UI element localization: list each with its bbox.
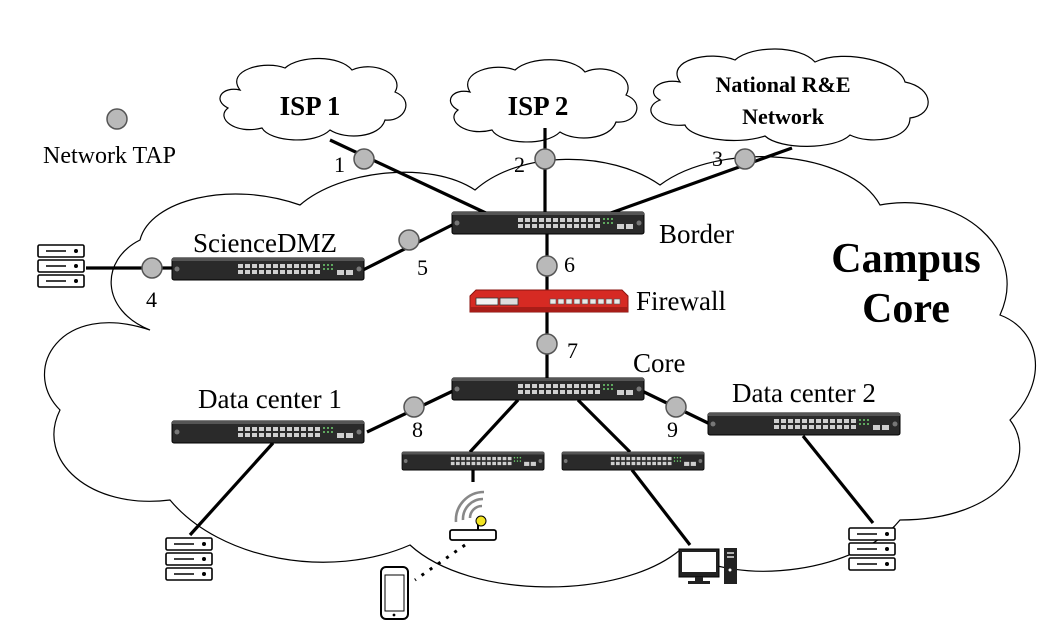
sciencedmz-switch	[171, 257, 365, 281]
network-taps	[106, 108, 756, 418]
firewall-label: Firewall	[636, 286, 726, 316]
dc1-switch	[171, 420, 365, 444]
link-core-access2	[576, 398, 632, 454]
wifi-access-point-icon	[449, 490, 497, 541]
dc1-server-icon	[165, 537, 213, 581]
core-switch	[451, 377, 645, 401]
border-label: Border	[659, 219, 734, 249]
tap-number-5: 5	[417, 255, 428, 280]
border-switch	[451, 211, 645, 235]
dc2-label: Data center 2	[732, 378, 876, 408]
tap-number-3: 3	[712, 146, 723, 171]
link-ap-phone	[414, 543, 466, 582]
tap-2	[534, 148, 556, 170]
tap-4	[141, 257, 163, 279]
isp2-label: ISP 2	[508, 91, 569, 121]
tap-number-7: 7	[567, 338, 578, 363]
tap-number-2: 2	[514, 152, 525, 177]
nren-label-line2: Network	[742, 104, 825, 129]
dc2-switch	[707, 412, 901, 436]
link-nren-border	[607, 146, 793, 216]
tap-number-9: 9	[667, 417, 678, 442]
legend-tap-icon	[106, 108, 128, 130]
link-dc2-server	[801, 434, 875, 525]
firewall-device	[469, 289, 629, 313]
link-core-access1	[468, 398, 520, 454]
isp2-cloud	[449, 59, 638, 143]
link-dc1-server	[188, 441, 275, 537]
campus-label-line2: Core	[862, 286, 950, 332]
tap-7	[536, 333, 558, 355]
tap-8	[403, 396, 425, 418]
access-switch-1	[401, 451, 545, 471]
tap-9	[665, 396, 687, 418]
sciencedmz-server-icon	[37, 244, 85, 288]
tap-number-6: 6	[564, 252, 575, 277]
campus-label-line1: Campus	[831, 236, 980, 282]
tap-6	[536, 255, 558, 277]
isp1-cloud	[219, 57, 407, 141]
sciencedmz-label: ScienceDMZ	[193, 228, 337, 258]
tap-5	[398, 229, 420, 251]
core-label: Core	[633, 348, 686, 378]
tap-number-1: 1	[334, 152, 345, 177]
tap-number-8: 8	[412, 417, 423, 442]
link-access2-pc	[630, 469, 692, 546]
mobile-phone-icon	[380, 566, 409, 620]
nren-label-line1: National R&E	[715, 72, 850, 97]
legend-tap-label: Network TAP	[43, 143, 176, 169]
tap-1	[353, 148, 375, 170]
isp1-label: ISP 1	[280, 91, 341, 121]
tap-3	[734, 148, 756, 170]
access-switch-2	[561, 451, 705, 471]
dc1-label: Data center 1	[198, 384, 342, 414]
desktop-computer-icon	[678, 548, 737, 584]
tap-number-4: 4	[146, 287, 157, 312]
nren-cloud	[650, 48, 929, 147]
dc2-server-icon	[848, 527, 896, 571]
